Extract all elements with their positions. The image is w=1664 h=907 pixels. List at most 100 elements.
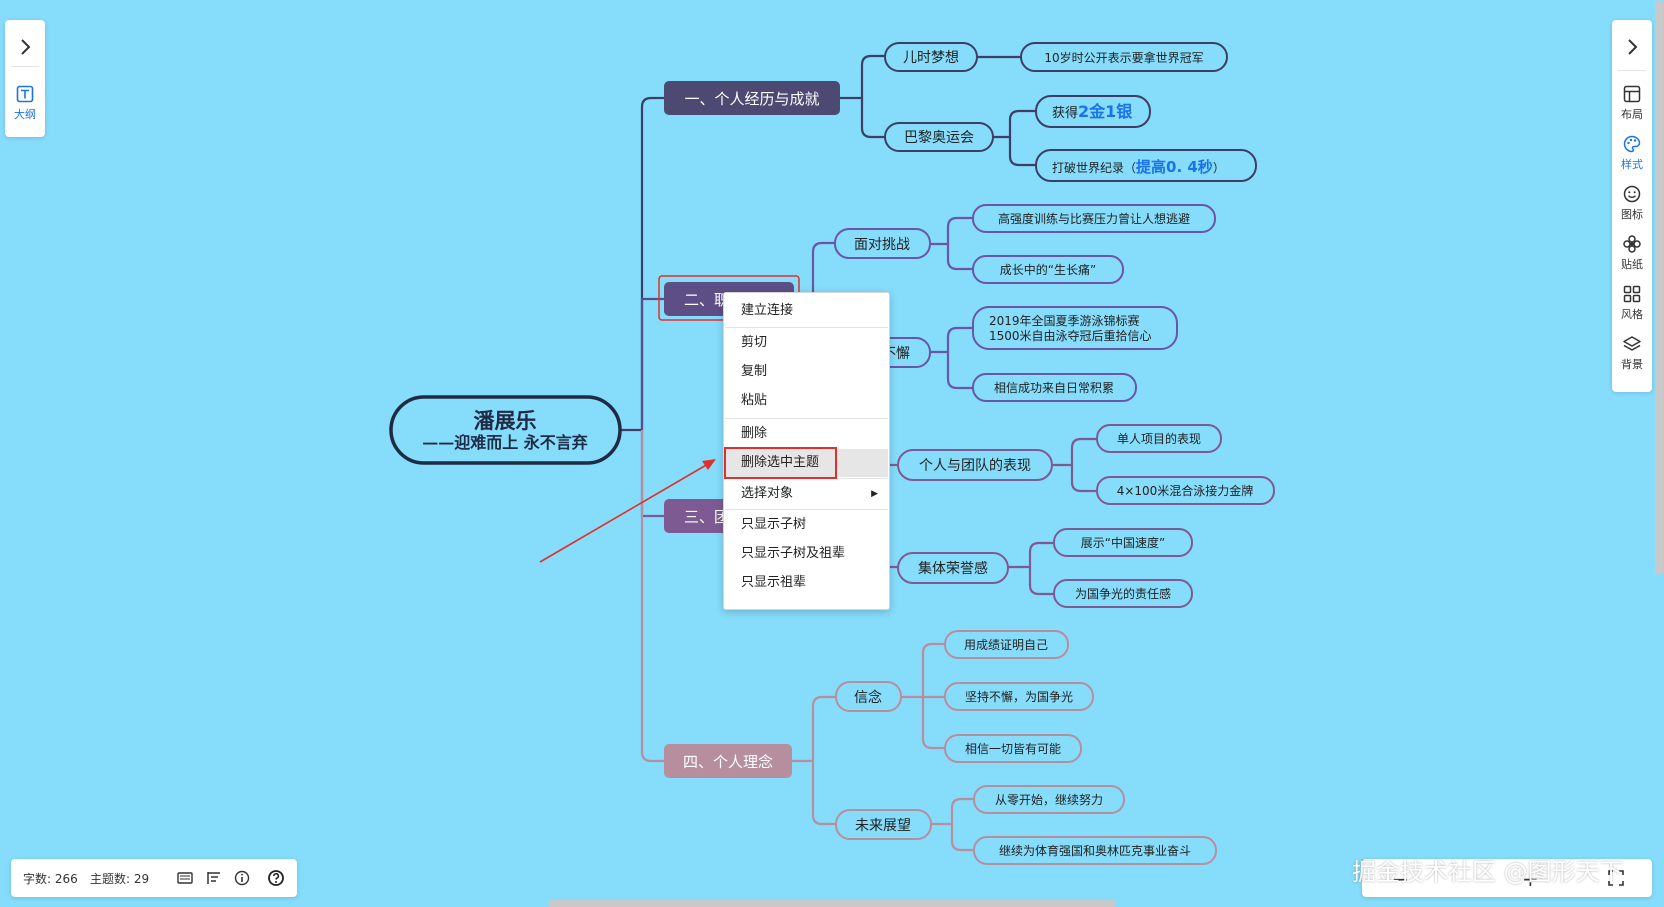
help-icon[interactable]: [267, 869, 285, 887]
horizontal-scrollbar[interactable]: [548, 900, 1116, 907]
subtopic-collective-honor[interactable]: 集体荣誉感: [897, 552, 1009, 584]
leaf-challenge-2-label: 成长中的“生长痛”: [1000, 262, 1096, 277]
word-count-label: 字数:: [23, 872, 52, 886]
leaf-world-record-prefix: 打破世界纪录（: [1052, 160, 1136, 175]
leaf-medals-prefix: 获得: [1052, 105, 1078, 121]
expand-right-panel-chevron-icon[interactable]: [1622, 37, 1642, 57]
leaf-persist-2[interactable]: 相信成功来自日常积累: [972, 373, 1137, 402]
palette-icon: [1623, 135, 1641, 153]
leaf-world-record-suffix: ）: [1213, 161, 1225, 175]
menu-item-cut-label: 剪切: [741, 335, 768, 350]
subtopic-team-performance-label: 个人与团队的表现: [919, 458, 1031, 474]
layout-icon: [1623, 85, 1641, 103]
tool-background[interactable]: 背景: [1612, 334, 1652, 372]
minimap-icon[interactable]: [176, 869, 194, 887]
menu-item-delete[interactable]: 删除: [725, 420, 888, 448]
leaf-world-record[interactable]: 打破世界纪录（提高0. 4秒）: [1035, 149, 1257, 182]
leaf-belief-2-label: 坚持不懈，为国争光: [965, 689, 1073, 704]
leaf-team-1[interactable]: 单人项目的表现: [1096, 424, 1222, 453]
tool-layout-label: 布局: [1621, 108, 1643, 121]
root-topic[interactable]: 潘展乐 ——迎难而上 永不言弃: [389, 395, 622, 465]
subtopic-paris-olympics[interactable]: 巴黎奥运会: [884, 122, 994, 152]
branch-topic-4-label: 四、个人理念: [683, 753, 773, 771]
leaf-persist-1[interactable]: 2019年全国夏季游泳锦标赛 1500米自由泳夺冠后重拾信心: [972, 306, 1178, 350]
vertical-scrollbar[interactable]: [1655, 0, 1663, 575]
theme-grid-icon: [1623, 285, 1641, 303]
subtopic-belief-label: 信念: [854, 689, 882, 706]
leaf-team-2-label: 4×100米混合泳接力金牌: [1117, 483, 1254, 498]
menu-item-copy[interactable]: 复制: [725, 358, 888, 386]
tool-theme[interactable]: 风格: [1612, 284, 1652, 322]
leaf-childhood[interactable]: 10岁时公开表示要拿世界冠军: [1020, 42, 1228, 72]
fullscreen-icon[interactable]: [1607, 869, 1625, 887]
right-panel: 布局 样式 图标 贴纸 风格: [1612, 20, 1652, 392]
subtopic-future-outlook-label: 未来展望: [855, 818, 911, 834]
leaf-medals[interactable]: 获得2金1银: [1035, 95, 1151, 128]
subtopic-belief[interactable]: 信念: [835, 681, 902, 712]
subtopic-future-outlook[interactable]: 未来展望: [835, 809, 932, 840]
tool-sticker-label: 贴纸: [1621, 258, 1643, 271]
left-panel: 大纲: [5, 20, 45, 137]
menu-item-show-ancestors[interactable]: 只显示祖辈: [725, 569, 888, 597]
layers-icon: [1623, 336, 1641, 351]
menu-item-copy-label: 复制: [741, 364, 768, 379]
leaf-persist-1-line2: 1500米自由泳夺冠后重拾信心: [989, 328, 1152, 343]
topic-count-value: 29: [133, 872, 150, 886]
tool-layout[interactable]: 布局: [1612, 84, 1652, 122]
leaf-belief-3[interactable]: 相信一切皆有可能: [944, 734, 1082, 763]
menu-item-select-object[interactable]: 选择对象▶: [725, 480, 888, 508]
word-count-value: 266: [54, 872, 78, 886]
leaf-belief-3-label: 相信一切皆有可能: [965, 742, 1061, 756]
leaf-team-2[interactable]: 4×100米混合泳接力金牌: [1096, 476, 1275, 505]
leaf-belief-1-label: 用成绩证明自己: [964, 638, 1048, 652]
tool-icon[interactable]: 图标: [1612, 184, 1652, 222]
leaf-challenge-1[interactable]: 高强度训练与比赛压力曾让人想逃避: [972, 204, 1216, 233]
menu-item-cut[interactable]: 剪切: [725, 329, 888, 357]
menu-separator: [725, 478, 888, 479]
topic-count: 主题数: 29: [90, 870, 149, 887]
subtopic-team-performance[interactable]: 个人与团队的表现: [897, 449, 1053, 481]
leaf-childhood-label: 10岁时公开表示要拿世界冠军: [1044, 50, 1203, 65]
leaf-honor-2-label: 为国争光的责任感: [1075, 586, 1171, 601]
tool-style[interactable]: 样式: [1612, 134, 1652, 172]
menu-item-show-subtree-ancestors[interactable]: 只显示子树及祖辈: [725, 540, 888, 568]
tool-sticker[interactable]: 贴纸: [1612, 234, 1652, 272]
leaf-future-2[interactable]: 继续为体育强国和奥林匹克事业奋斗: [973, 836, 1217, 865]
status-bar: 字数: 266 主题数: 29: [11, 859, 297, 897]
topic-count-label: 主题数:: [90, 872, 131, 886]
menu-item-create-link[interactable]: 建立连接: [725, 297, 888, 325]
outline-label: 大纲: [14, 108, 36, 121]
zoom-in-button[interactable]: +: [1522, 867, 1539, 891]
leaf-challenge-2[interactable]: 成长中的“生长痛”: [972, 255, 1124, 284]
zoom-out-button[interactable]: −: [1392, 867, 1409, 891]
subtopic-facing-challenges[interactable]: 面对挑战: [834, 228, 931, 259]
menu-item-show-subtree[interactable]: 只显示子树: [725, 511, 888, 539]
info-icon[interactable]: [233, 869, 251, 887]
leaf-honor-2[interactable]: 为国争光的责任感: [1053, 579, 1193, 608]
menu-item-paste[interactable]: 粘贴: [725, 387, 888, 415]
branch-topic-4[interactable]: 四、个人理念: [664, 744, 792, 778]
tool-background-label: 背景: [1621, 358, 1643, 371]
outline-button[interactable]: 大纲: [5, 84, 45, 122]
leaf-belief-1[interactable]: 用成绩证明自己: [944, 630, 1069, 659]
subtopic-childhood-dream[interactable]: 儿时梦想: [884, 42, 978, 72]
outline-structure-icon[interactable]: [205, 869, 223, 887]
menu-item-create-link-label: 建立连接: [741, 303, 794, 318]
leaf-future-1[interactable]: 从零开始，继续努力: [973, 785, 1125, 814]
branch-topic-1[interactable]: 一、个人经历与成就: [664, 81, 840, 115]
context-menu: 建立连接 剪切 复制 粘贴 删除 删除选中主题 选择对象▶ 只显示子树 只显示子…: [723, 292, 890, 610]
leaf-belief-2[interactable]: 坚持不懈，为国争光: [944, 682, 1094, 711]
word-count: 字数: 266: [23, 870, 78, 887]
menu-item-delete-selected-topic[interactable]: 删除选中主题: [725, 449, 888, 477]
subtopic-childhood-dream-label: 儿时梦想: [903, 50, 959, 66]
watermark-text: 掘金技术社区 @图形天下: [1352, 858, 1624, 886]
leaf-honor-1[interactable]: 展示“中国速度”: [1053, 528, 1193, 557]
leaf-challenge-1-label: 高强度训练与比赛压力曾让人想逃避: [998, 211, 1190, 226]
leaf-medals-text: 获得2金1银: [1052, 102, 1133, 121]
leaf-team-1-label: 单人项目的表现: [1117, 431, 1201, 446]
expand-left-panel-chevron-icon[interactable]: [15, 37, 35, 57]
leaf-world-record-text: 打破世界纪录（提高0. 4秒）: [1052, 158, 1225, 176]
divider: [11, 66, 39, 67]
outline-text-icon: [16, 85, 34, 103]
